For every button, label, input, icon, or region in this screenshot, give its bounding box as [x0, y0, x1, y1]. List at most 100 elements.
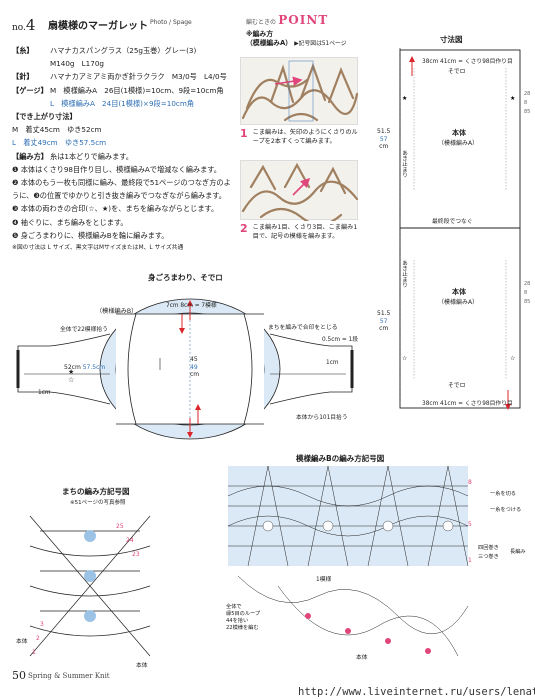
crochet-photo-1 — [240, 57, 359, 125]
size-m: M 着丈45cm ゆき52cm — [12, 125, 102, 135]
caption-number-2: 2 — [240, 222, 248, 235]
gusset-body-right: 本体 — [136, 663, 148, 669]
right-label-2: 三つ巻き — [478, 554, 499, 560]
gusset-num-6: 1 — [32, 649, 36, 656]
point-caption-2: 2 こま編み1目、くさり3目、こま編み1目で、記号の模様を編みます。 — [240, 223, 360, 241]
method-intro: 糸は1本どりで編みます。 — [50, 151, 133, 161]
pattern-b-legend: 一糸を切る 一糸をつける — [490, 486, 521, 518]
gusset-note: まちを編みで合印をとじる — [268, 325, 338, 331]
row-num-5: 5 — [468, 521, 472, 528]
assembly-height: 45 49 cm — [190, 356, 199, 379]
side-num-6: 85 — [524, 299, 531, 305]
assembly-width-unit-blue: cm — [96, 364, 106, 371]
pattern-b-label: （模様編みB） — [96, 308, 138, 315]
pickup-note: 本体から101目拾う — [296, 415, 348, 421]
caption-text-1: こま編みは、矢印のようにくさりのループを2本すくって編みます。 — [252, 129, 358, 145]
gusset-title: まちの編み方記号図 — [62, 487, 130, 496]
row-num-8: 8 — [468, 479, 472, 486]
gusset-num-2: 24 — [126, 537, 134, 544]
size-label: 【でき上がり寸法】 — [12, 112, 77, 122]
side-num-2: 8 — [524, 100, 528, 106]
pattern-b-chart: 8 5 1 — [227, 466, 472, 657]
assembly-width-unit: cm — [71, 364, 81, 371]
step-1: ❶ 本体はくさり98目作り目し、模様編みAで増減なく編みます。 — [12, 164, 221, 174]
spec-block: 【糸】ハマナカスパングラス（25g玉巻）グレー(3) M140g L170g 【… — [12, 44, 237, 255]
assembly-height-black: 45 — [190, 356, 198, 363]
size-chart: ★ ☆ ★ ☆ — [399, 48, 521, 410]
gauge-label: 【ゲージ】 — [12, 85, 48, 95]
publication-name: Spring & Summer Knit — [28, 672, 110, 680]
svg-text:★: ★ — [402, 95, 407, 102]
side-open-lower: あき止まり — [401, 260, 407, 288]
size-top-width: 38cm 41cm = くさり98目作り目 — [422, 59, 513, 65]
assembly-height-blue: 49 — [190, 363, 198, 371]
side-num-3: 85 — [524, 109, 531, 115]
star-white: ☆ — [68, 376, 75, 384]
height-black-upper: 51.5 — [377, 128, 391, 135]
gusset-num-1: 25 — [116, 523, 124, 530]
size-side-numbers-lower: 28 8 85 — [524, 280, 530, 307]
star-black: ★ — [68, 368, 75, 376]
pattern-number-label: no. — [12, 23, 26, 33]
body-b-sub: （模様編みA） — [438, 299, 479, 306]
point-header: 編むときの POINT — [246, 13, 328, 27]
gusset-num-3: 23 — [132, 551, 140, 558]
gauge-m: M 模様編みA 26目(1模様)=10cm、9段=10cm角 — [50, 85, 224, 95]
svg-text:☆: ☆ — [510, 355, 515, 362]
needle-value: ハマナカアミアミ両かぎ針ラクラク M3/0号 L4/0号 — [50, 72, 227, 82]
crochet-photo-2 — [240, 160, 359, 226]
assembly-height-unit: cm — [190, 371, 200, 378]
height-black-lower: 51.5 — [377, 310, 391, 317]
step-2: ❷ 本体のもう一枚も同様に編み、最終段で51ページのつなぎ方のように、❸の位置で… — [12, 178, 231, 201]
needle-label: 【針】 — [12, 72, 34, 82]
caption-text-2: こま編み1目、くさり3目、こま編み1目で、記号の模様を編みます。 — [252, 224, 358, 240]
assembly-width: 52cm 57.5cm — [64, 364, 105, 371]
lace-illustration-1 — [241, 60, 359, 122]
pattern-b-left-note: 全体で 縁5目のループ 44を拾い 22模様を編む — [226, 604, 260, 632]
page-title: 扇模様のマーガレット — [48, 21, 148, 32]
point-item-sub: （模様編みA） — [246, 39, 293, 47]
gauge-l: L 模様編みA 24目(1模様)×9段=10cm角 — [50, 98, 195, 108]
point-label-small: 編むときの — [246, 19, 277, 26]
size-height-lower: 51.5 57 cm — [377, 310, 390, 333]
right-small-dim: 1cm — [326, 360, 339, 366]
step-3: ❸ 本体の両わきの合印(☆、★)を、まちを編みながらとじます。 — [12, 204, 219, 214]
yarn-amounts: M140g L170g — [50, 59, 104, 69]
size-chart-title: 寸法図 — [440, 35, 463, 44]
step-4: ❹ 袖ぐりに、まち編みをとじます。 — [12, 217, 128, 227]
height-unit-lower: cm — [379, 325, 389, 332]
caption-number-1: 1 — [240, 127, 248, 140]
pattern-b-right-labels: 四回巻き 三つ巻き — [478, 544, 499, 562]
size-note: ※図の寸法は L サイズ、黒文字はMサイズまたはM、L サイズ共通 — [12, 245, 184, 252]
assembly-left-dim: 1cm — [38, 390, 51, 396]
point-item-ref: ▶記号図は51ページ — [294, 41, 347, 47]
height-blue-upper: 57 — [379, 135, 388, 143]
size-side-numbers: 28 8 85 — [524, 90, 530, 117]
gusset-ref: ※51ページの写真参照 — [70, 500, 126, 506]
step-5: ❺ 身ごろまわりに、模様編みBを輪に編みます。 — [12, 230, 169, 240]
one-pattern-label: 1模様 — [316, 577, 332, 583]
right-label-3: 長編み — [510, 549, 526, 555]
height-unit-upper: cm — [379, 143, 389, 150]
source-watermark: http://www.liveinternet.ru/users/lenatt/ — [298, 686, 535, 698]
size-height-upper: 51.5 57 cm — [377, 128, 390, 151]
right-label-1: 四回巻き — [478, 545, 499, 551]
pattern-number: no.4 — [12, 16, 35, 34]
size-l: L 着丈49cm ゆき57.5cm — [12, 138, 107, 148]
gusset-body-left: 本体 — [16, 639, 28, 645]
left-note-2: 縁5目のループ — [226, 611, 261, 617]
yarn-value: ハマナカスパングラス（25g玉巻）グレー(3) — [50, 46, 197, 55]
gusset-chart: 25 24 23 3 2 1 — [29, 515, 151, 657]
top-dims: 7cm 8cm = 7模様 — [166, 303, 217, 309]
lace-illustration-2 — [241, 162, 359, 226]
side-num-5: 8 — [524, 290, 528, 296]
point-item-label: ※編み方 — [246, 30, 273, 38]
assembly-title: 身ごろまわり、そでロ — [148, 273, 223, 282]
size-bottom-width: 38cm 41cm = くさり98目作り目 — [422, 401, 513, 407]
body-a-sub: （模様編みA） — [438, 140, 479, 147]
size-top-label: そでロ — [448, 69, 466, 75]
side-num-1: 28 — [524, 91, 531, 97]
point-caption-1: 1 こま編みは、矢印のようにくさりのループを2本すくって編みます。 — [240, 128, 360, 146]
gusset-num-4: 3 — [40, 621, 44, 628]
legend-attach: 一糸をつける — [490, 507, 522, 513]
